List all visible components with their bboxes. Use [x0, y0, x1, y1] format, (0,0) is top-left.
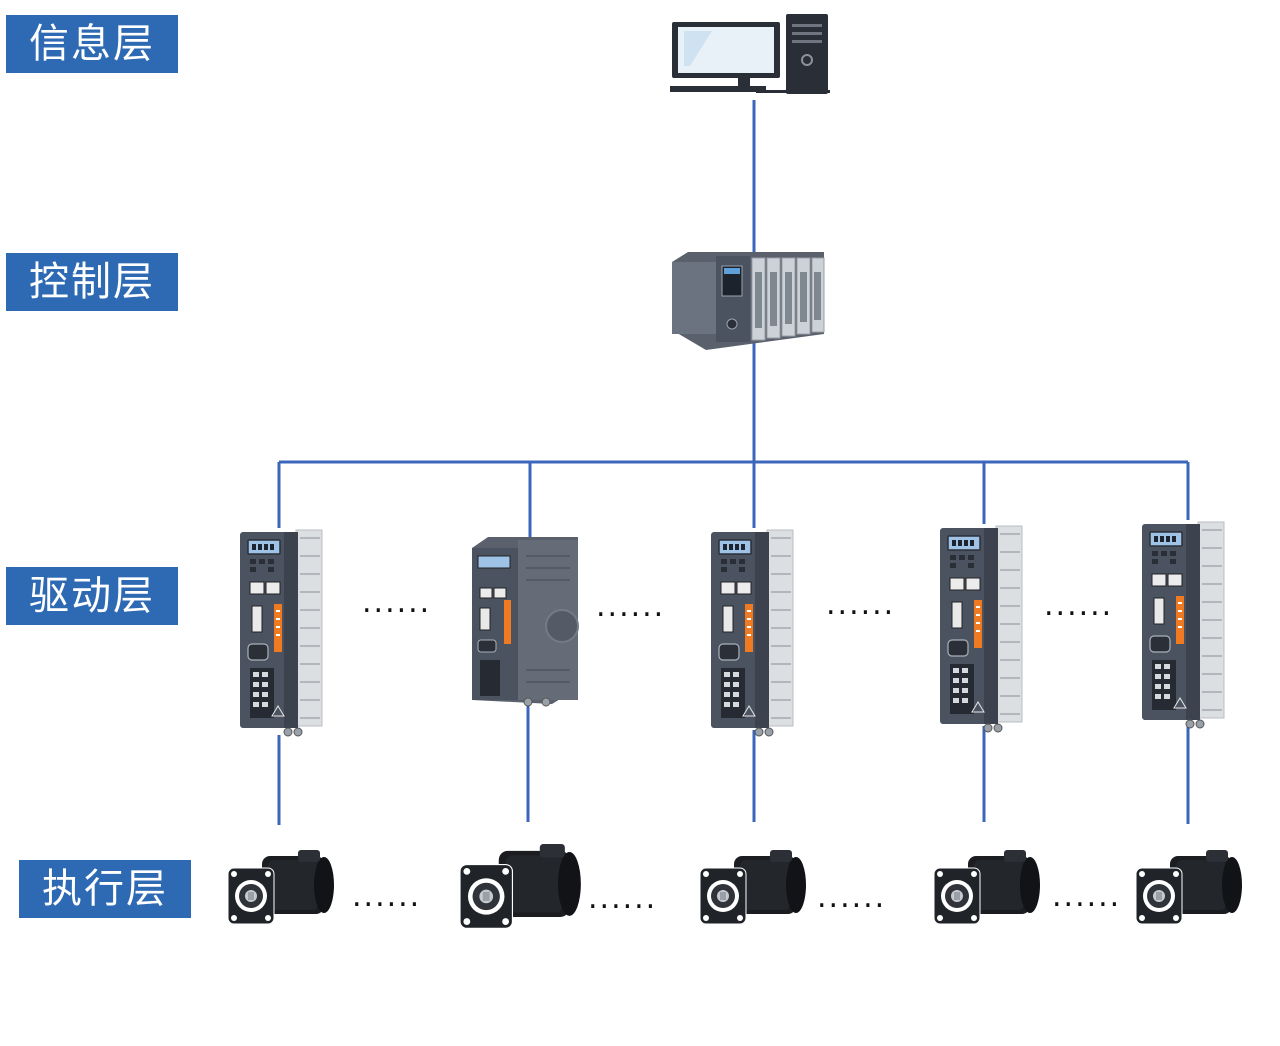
- layer-label-info: 信息层: [6, 15, 178, 73]
- motor-ellipsis: ......: [817, 880, 887, 915]
- servo-drive-icon: [939, 525, 1023, 733]
- servo-motor-icon: [933, 849, 1041, 925]
- layer-label-execution: 执行层: [19, 860, 191, 918]
- servo-motor-icon: [1135, 849, 1243, 925]
- servo-drive-icon: [239, 529, 323, 737]
- servo-motor-icon: [227, 849, 335, 925]
- servo-motor-icon: [459, 843, 582, 929]
- motor-ellipsis: ......: [1052, 879, 1122, 914]
- motor-ellipsis: ......: [352, 879, 422, 914]
- motor-ellipsis: ......: [588, 881, 658, 916]
- drive-ellipsis: ......: [1044, 588, 1114, 623]
- drive-ellipsis: ......: [362, 585, 432, 620]
- layer-label-drive: 驱动层: [6, 567, 178, 625]
- servo-drive-icon: [1141, 521, 1225, 729]
- plc-controller-icon: [672, 252, 825, 350]
- servo-motor-icon: [699, 849, 807, 925]
- servo-drive-icon: [710, 529, 794, 737]
- drive-ellipsis: ......: [596, 589, 666, 624]
- desktop-computer-icon: [670, 14, 830, 94]
- connector-lines: [277, 100, 1190, 825]
- drive-ellipsis: ......: [826, 587, 896, 622]
- layer-label-control: 控制层: [6, 253, 178, 311]
- servo-drive-icon: [472, 537, 579, 707]
